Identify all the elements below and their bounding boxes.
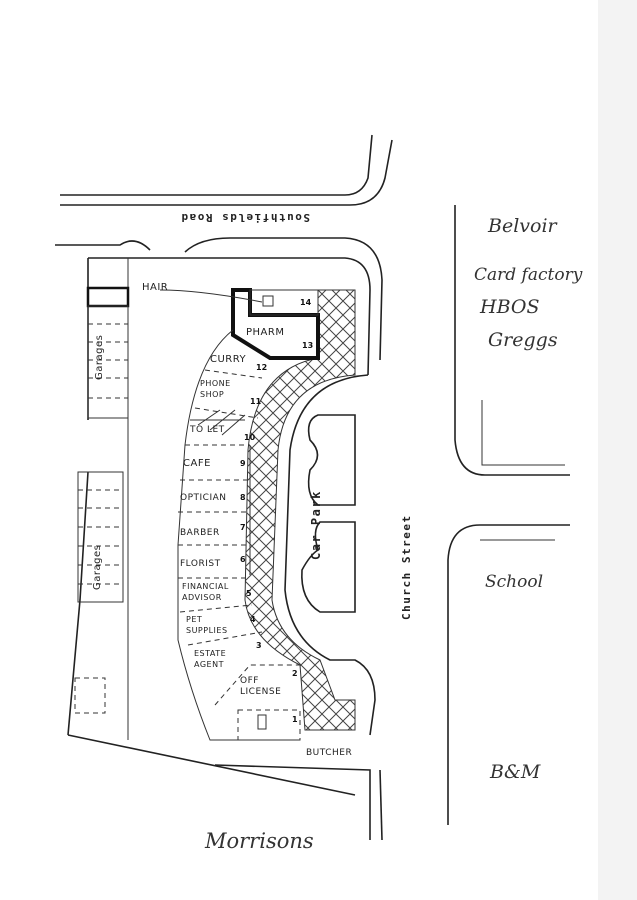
label-morrisons: Morrisons [204,829,314,853]
unit-6: 6 [240,555,246,564]
paved-walkway [244,289,356,731]
shop-financial-advisor: FINANCIAL ADVISOR [182,582,232,602]
unit-5: 5 [246,589,252,598]
shop-to-let: TO LET [189,425,225,435]
shop-off-license: OFF LICENSE [240,676,281,697]
shop-butcher: BUTCHER [306,748,352,758]
unit-3: 3 [256,641,262,650]
shop-barber: BARBER [180,528,220,538]
unit-8: 8 [240,493,246,502]
unit-7: 7 [240,523,246,532]
shop-estate-agent: ESTATE AGENT [194,649,229,669]
unit-10: 10 [244,433,256,442]
label-card-factory: Card factory [474,265,583,285]
shop-cafe: CAFE [183,458,211,469]
unit-12: 12 [256,363,267,372]
label-greggs: Greggs [488,329,558,351]
label-belvoir: Belvoir [487,215,559,237]
unit-1: 1 [292,715,298,724]
shop-hair: HAIR [142,282,168,293]
unit-13: 13 [302,341,313,350]
unit-2: 2 [292,669,298,678]
car-park-label: Car Park [309,490,323,560]
garages-top: Garages [86,286,130,419]
shop-optician: OPTICIAN [180,493,227,503]
shop-units: HAIR 14 PHARM 13 CURRY 12 PHONE SHOP 11 … [142,282,352,758]
unit-4: 4 [250,615,256,624]
southfields-road-label: Southfields Road [180,211,310,224]
car-park: Car Park Church Street [284,374,413,736]
garages-bottom: Garages [74,471,124,714]
shop-phone: PHONE SHOP [200,379,234,399]
church-street-label: Church Street [400,514,413,620]
shop-pet-supplies: PET SUPPLIES [186,615,228,635]
shop-curry: CURRY [210,354,247,365]
garages-label-top: Garages [94,335,105,380]
unit-9: 9 [240,459,246,468]
label-bm: B&M [489,761,541,783]
unit-11: 11 [250,397,262,406]
shop-pharmacy: PHARM [246,327,284,338]
unit-14: 14 [300,298,312,307]
label-hbos: HBOS [479,296,539,318]
southfields-road: Southfields Road [55,134,393,361]
shop-florist: FLORIST [180,559,221,569]
label-school: School [485,572,543,592]
right-side-blocks: Belvoir Card factory HBOS Greggs School … [204,205,583,853]
garages-label-bottom: Garages [92,545,103,590]
